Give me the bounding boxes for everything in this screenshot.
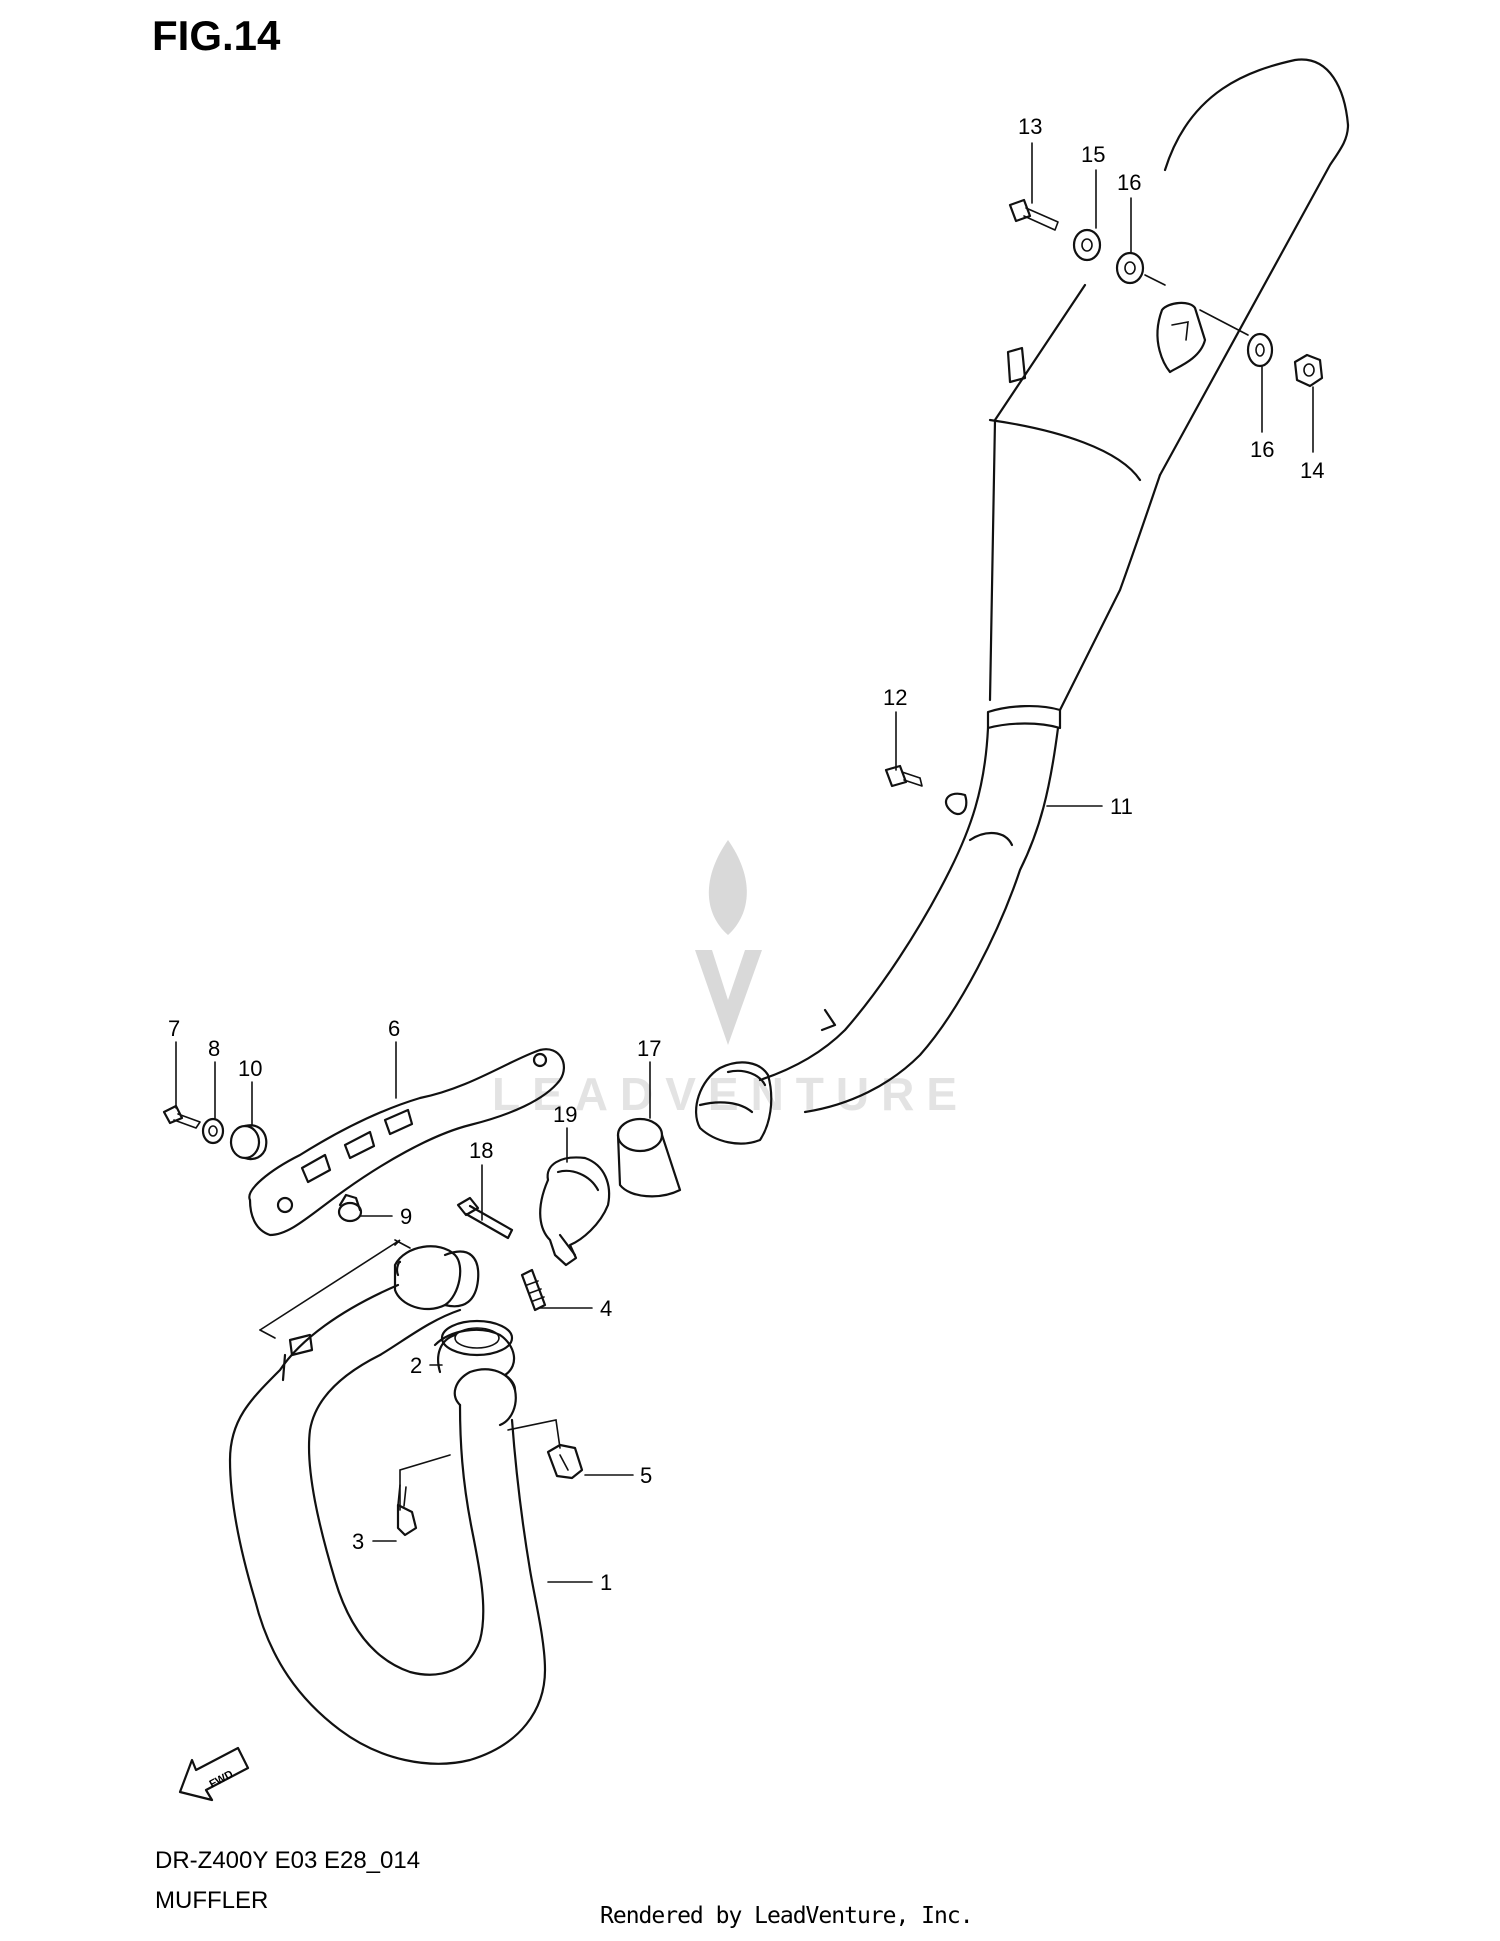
callout-19: 19 [553,1102,577,1127]
callout-7: 7 [168,1016,180,1041]
callout-17: 17 [637,1036,661,1061]
callout-15: 15 [1081,142,1105,167]
watermark-text: LEADVENTURE [492,1068,969,1120]
forward-direction-arrow-icon: FWD [178,1746,250,1802]
muffler-washer-16b [1246,332,1274,368]
callout-11: 11 [1110,794,1133,819]
clamp-bolt [456,1196,514,1240]
watermark-logo: LEADVENTURE [492,840,969,1120]
render-credit: Rendered by LeadVenture, Inc. [600,1903,974,1929]
callout-9: 9 [400,1204,412,1229]
callout-12: 12 [883,685,907,710]
callout-labels: 13 15 16 16 14 12 11 7 8 10 6 17 19 18 9… [168,114,1324,1595]
muffler [986,58,1350,730]
leader-lines [175,142,1314,1583]
bracket-washer-hole [208,1125,218,1137]
callout-13: 13 [1018,114,1042,139]
model-code: DR-Z400Y E03 E28_014 [155,1847,421,1874]
bracket-screw [337,1193,363,1223]
callout-18: 18 [469,1138,493,1163]
callout-10: 10 [238,1056,262,1081]
assembly-lines [259,274,1249,1511]
callout-14: 14 [1300,458,1324,483]
section-name: MUFFLER [155,1887,269,1914]
exhaust-stud [520,1268,547,1312]
callout-5: 5 [640,1463,652,1488]
callout-16-lower: 16 [1250,437,1274,462]
muffler-mount-bolt [1008,198,1059,231]
gasket-ring [616,1117,682,1198]
figure-title: FIG.14 [152,12,281,59]
callout-6: 6 [388,1016,400,1041]
callout-1: 1 [600,1570,612,1595]
muffler-washer-16a [1115,251,1145,285]
bracket-washer [201,1117,225,1145]
exhaust-gasket [440,1319,514,1357]
exhaust-pipe [228,1245,547,1765]
callout-16: 16 [1117,170,1141,195]
muffler-washer-15 [1072,228,1102,262]
mounting-bracket [248,1048,566,1237]
muffler-nut [1293,353,1324,388]
bracket-bolt [162,1104,201,1129]
callout-4: 4 [600,1296,612,1321]
mid-pipe [695,726,1060,1145]
muffler-bolt [884,764,923,788]
callout-2: 2 [410,1353,422,1378]
rubber-cushion [229,1124,268,1161]
pipe-clamp [539,1156,611,1267]
callout-8: 8 [208,1036,220,1061]
flange-nut [546,1443,584,1480]
callout-3: 3 [352,1529,364,1554]
